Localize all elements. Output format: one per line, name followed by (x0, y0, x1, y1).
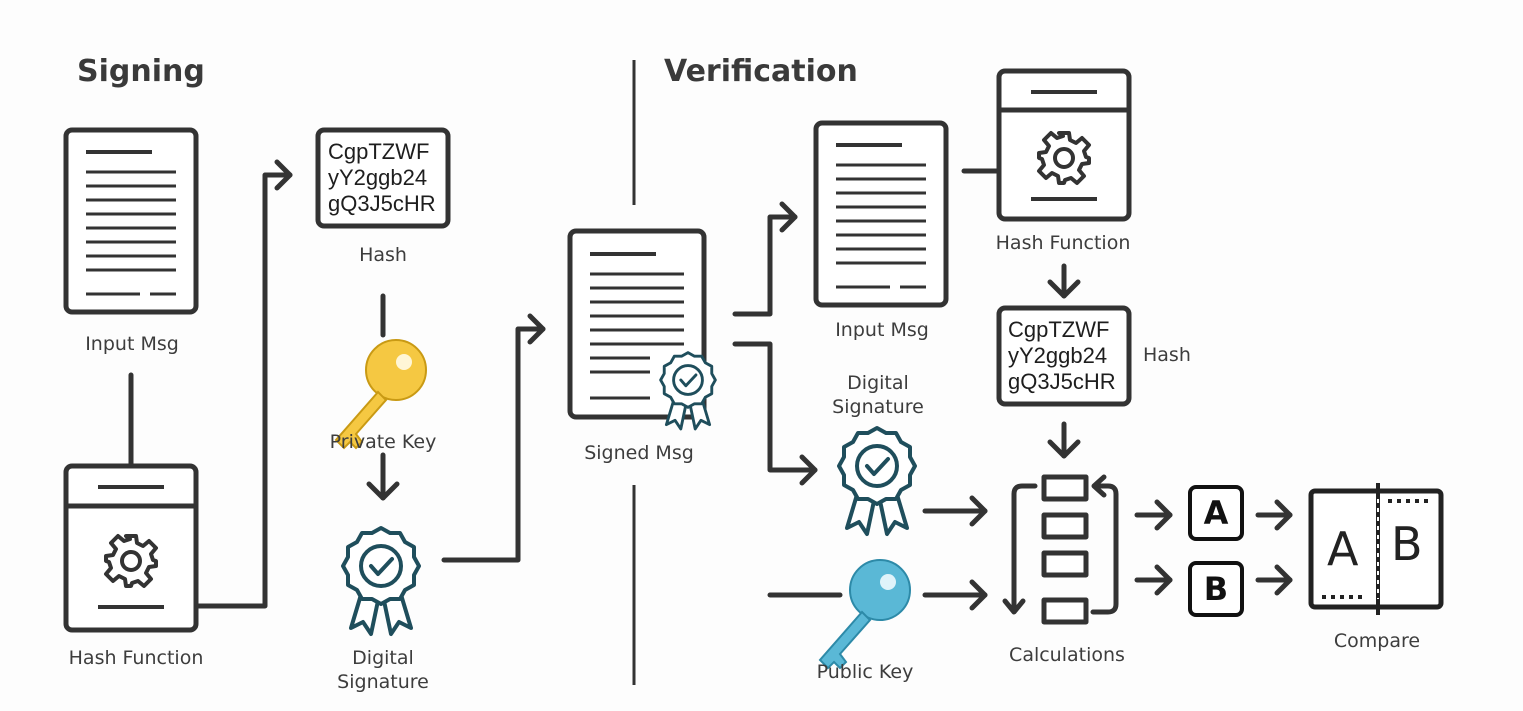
arrows-results-to-compare (1255, 499, 1293, 596)
verify-hash-function-label: Hash Function (995, 232, 1131, 254)
hash-line: yY2ggb24 (328, 165, 428, 190)
signed-msg-label: Signed Msg (584, 442, 694, 464)
signing-input-msg-document-icon (63, 127, 199, 315)
label-line: Signature (337, 671, 429, 693)
signing-hash-function-box (63, 463, 199, 633)
label-line: Digital (352, 647, 414, 669)
result-b-box (1188, 561, 1244, 617)
signing-digital-signature-label: Digital Signature (337, 646, 429, 694)
arrow-signature-to-signed-msg (441, 313, 546, 563)
public-key-label: Public Key (816, 661, 914, 683)
verify-digital-signature-badge-icon (837, 426, 917, 536)
compare-box (1308, 483, 1444, 615)
arrow-hash-to-calculations (1047, 421, 1081, 459)
hash-line: CgpTZWF (1008, 317, 1110, 342)
signing-hash-label: Hash (359, 244, 407, 266)
signing-hash-value: CgpTZWF yY2ggb24 gQ3J5cHR (328, 139, 436, 217)
hash-line: gQ3J5cHR (328, 191, 436, 216)
arrow-signed-to-verify-signature (732, 341, 818, 486)
verify-input-msg-document-icon (813, 120, 949, 308)
arrow-hash-to-signature (366, 293, 400, 501)
verify-hash-function-box (996, 68, 1132, 222)
compare-label: Compare (1333, 630, 1421, 652)
signing-hash-box (315, 127, 451, 229)
result-a-letter: A (1203, 494, 1229, 532)
compare-a-letter: A (1327, 522, 1359, 576)
verify-hash-label: Hash (1143, 344, 1191, 366)
verify-hash-value: CgpTZWF yY2ggb24 gQ3J5cHR (1008, 317, 1116, 395)
hash-line: yY2ggb24 (1008, 343, 1108, 368)
verify-digital-signature-label: Digital Signature (832, 371, 924, 419)
signing-input-msg-label: Input Msg (85, 333, 179, 355)
public-key-icon (819, 559, 911, 669)
verify-input-msg-label: Input Msg (835, 319, 929, 341)
private-key-icon (335, 339, 427, 449)
arrow-hashfn-to-hash (195, 159, 293, 609)
signing-digital-signature-badge-icon (341, 526, 421, 636)
hash-line: gQ3J5cHR (1008, 369, 1116, 394)
compare-b-letter: B (1391, 517, 1423, 571)
arrow-hashfn-to-hash-verify (1047, 263, 1081, 299)
arrows-calc-to-results (1134, 499, 1173, 596)
calculations-label: Calculations (1009, 644, 1125, 666)
calculation-stack-icon (1002, 474, 1119, 625)
hash-line: CgpTZWF (328, 139, 430, 164)
signing-hash-function-label: Hash Function (68, 647, 204, 669)
label-line: Signature (832, 396, 924, 418)
arrow-signed-to-verify-input (732, 201, 798, 317)
arrow-key-to-calculations (767, 579, 988, 611)
signing-section-title: Signing (77, 54, 205, 89)
verify-hash-box (996, 305, 1132, 407)
result-a-box (1188, 485, 1244, 541)
private-key-label: Private Key (329, 431, 437, 453)
label-line: Digital (847, 372, 909, 394)
result-b-letter: B (1203, 570, 1229, 608)
verification-section-title: Verification (664, 54, 858, 89)
arrow-signature-to-calculations (922, 495, 988, 527)
